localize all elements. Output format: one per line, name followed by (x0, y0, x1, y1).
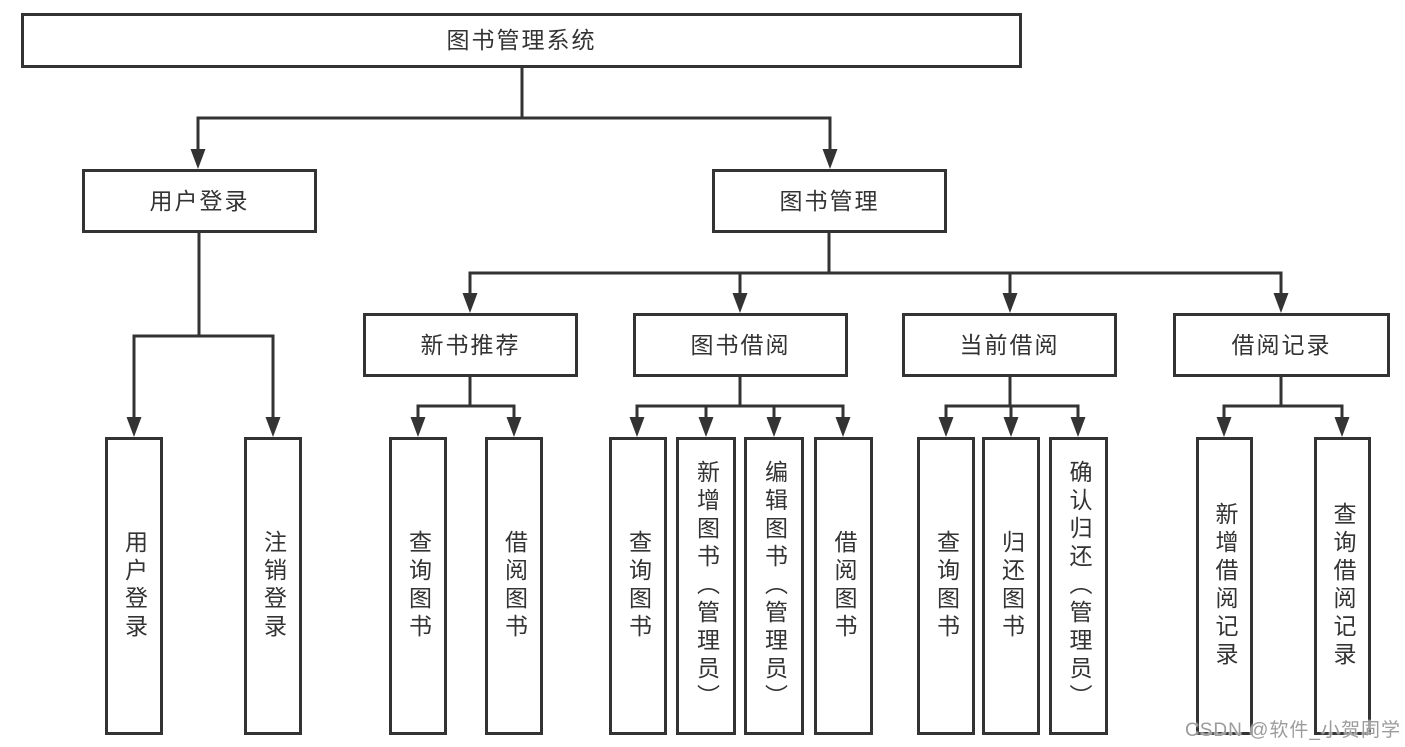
node-new-book-recommendation: 新书推荐 (363, 313, 578, 377)
leaf-borrow-books-recommend: 借阅图书 (485, 437, 543, 735)
leaf-logout: 注销登录 (244, 437, 302, 735)
node-label: 查询借阅记录 (1330, 502, 1356, 670)
leaf-query-books-current: 查询图书 (917, 437, 975, 735)
arrowhead-icon (732, 293, 748, 313)
leaf-query-borrow-record: 查询借阅记录 (1314, 437, 1371, 735)
node-label: 用户登录 (121, 530, 148, 642)
leaf-add-borrow-record: 新增借阅记录 (1196, 437, 1253, 735)
node-current-borrowing: 当前借阅 (902, 313, 1117, 377)
arrowhead-icon (1216, 417, 1232, 437)
arrowhead-icon (265, 417, 281, 437)
csdn-watermark: CSDN @软件_小贺同学 (1185, 720, 1401, 741)
node-label: 图书管理 (779, 187, 880, 214)
node-label: 查询图书 (625, 530, 652, 642)
leaf-query-books-borrow: 查询图书 (609, 437, 667, 735)
node-label: 新增借阅记录 (1212, 502, 1238, 670)
node-user-login-branch: 用户登录 (82, 169, 317, 233)
node-library-management-system: 图书管理系统 (21, 13, 1022, 68)
node-label: 查询图书 (933, 530, 960, 642)
arrowhead-icon (1334, 417, 1350, 437)
node-label: 借阅图书 (501, 530, 528, 642)
node-label: 用户登录 (149, 187, 250, 214)
node-label: 当前借阅 (959, 331, 1060, 358)
leaf-add-books-admin: 新增图书（管理员） (676, 437, 736, 735)
arrowhead-icon (190, 149, 206, 169)
node-label: 编辑图书（管理员） (761, 460, 788, 712)
node-borrowing-records: 借阅记录 (1173, 313, 1390, 377)
node-label: 归还图书 (998, 530, 1025, 642)
node-label: 图书管理系统 (446, 27, 597, 53)
node-book-management-branch: 图书管理 (712, 169, 947, 233)
arrowhead-icon (506, 417, 522, 437)
node-label: 新增图书（管理员） (693, 460, 720, 712)
node-label: 图书借阅 (690, 331, 791, 358)
leaf-edit-books-admin: 编辑图书（管理员） (744, 437, 804, 735)
node-label: 确认归还（管理员） (1066, 460, 1092, 712)
arrowhead-icon (1070, 417, 1086, 437)
arrowhead-icon (822, 149, 838, 169)
leaf-user-login: 用户登录 (105, 437, 163, 735)
leaf-return-books: 归还图书 (982, 437, 1040, 735)
arrowhead-icon (1002, 293, 1018, 313)
arrowhead-icon (1273, 293, 1289, 313)
node-label: 借阅图书 (831, 530, 857, 642)
arrowhead-icon (698, 417, 714, 437)
arrowhead-icon (410, 417, 426, 437)
arrowhead-icon (1003, 417, 1019, 437)
node-label: 新书推荐 (420, 331, 521, 358)
leaf-query-books-recommend: 查询图书 (389, 437, 447, 735)
arrowhead-icon (126, 417, 142, 437)
arrowhead-icon (835, 417, 851, 437)
arrowhead-icon (629, 417, 645, 437)
node-label: 借阅记录 (1231, 331, 1332, 358)
arrowhead-icon (766, 417, 782, 437)
node-book-borrowing: 图书借阅 (633, 313, 848, 377)
node-label: 查询图书 (405, 530, 432, 642)
arrowhead-icon (938, 417, 954, 437)
arrowhead-icon (462, 293, 478, 313)
leaf-confirm-return-admin: 确认归还（管理员） (1049, 437, 1108, 735)
node-label: 注销登录 (260, 530, 287, 642)
leaf-borrow-books: 借阅图书 (814, 437, 873, 735)
